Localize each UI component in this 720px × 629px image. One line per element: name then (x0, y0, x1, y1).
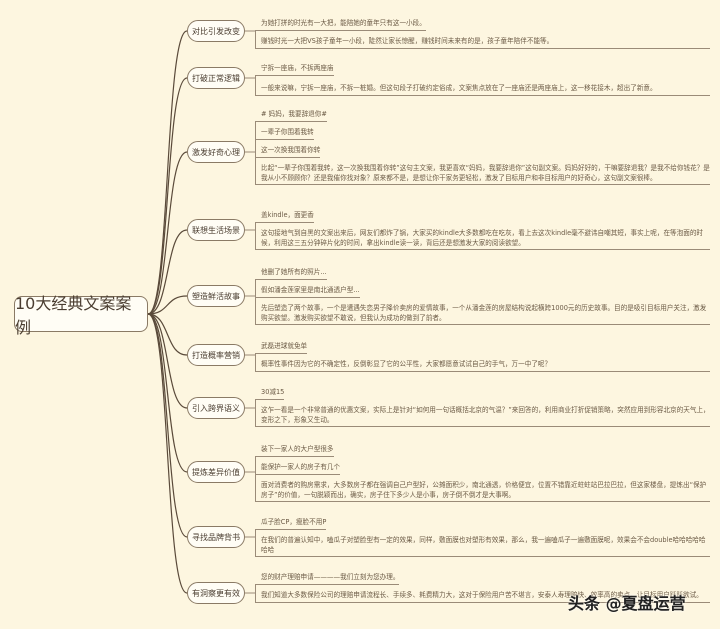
branch-connector (147, 313, 188, 356)
branch-connector (147, 313, 188, 409)
leaf-note[interactable]: 武磊进球就免单 (255, 342, 308, 354)
branch-node[interactable]: 打造概率营销 (187, 344, 245, 366)
leaf-bracket-line (255, 76, 256, 96)
leaf-note[interactable]: 这一次换我围着你转 (255, 146, 321, 158)
leaf-note[interactable]: 面对消费者的购房需求，大多数房子都在强调自己户型好，公摊面积少，南北通透，价格便… (255, 481, 710, 502)
leaf-note[interactable]: 这乍一看是一个非常普通的优惠文案，实际上是针对“如何用一句话概括北京的气温？”来… (255, 406, 710, 427)
branch-connector (147, 30, 188, 315)
leaf-note[interactable]: 假如潘金莲家里是南北通透户型... (255, 286, 360, 298)
leaf-bracket-line (255, 585, 256, 603)
branch-node[interactable]: 有洞察更有效 (187, 582, 245, 604)
leaf-note[interactable]: 盖kindle，面更香 (255, 211, 314, 223)
leaf-note[interactable]: 我们知道大多数保险公司的理赔申请流程长、手续多、耗费精力大，这对于保险用户苦不堪… (255, 591, 710, 603)
leaf-note[interactable]: 30减15 (255, 388, 285, 400)
branch-connector (147, 77, 188, 315)
branch-connector (147, 313, 188, 594)
branch-connector (147, 313, 188, 538)
leaf-note[interactable]: 您的财产理赔申请————我们立刻为您办理。 (255, 573, 400, 585)
branch-node[interactable]: 对比引发改变 (187, 20, 245, 42)
leaf-note[interactable]: 瓜子脸CP，瘦脸不用P (255, 518, 327, 530)
leaf-note[interactable]: 一般来说嘛，宁拆一座庙，不拆一桩婚。但这句段子打破约定俗成，文案焦点放在了一座庙… (255, 84, 710, 96)
leaf-bracket-line (255, 31, 256, 49)
branch-connector (147, 229, 188, 315)
leaf-note[interactable]: 为她打拼的时光有一大把，能陪她的童年只有这一小段。 (255, 19, 426, 31)
branch-node[interactable]: 激发好奇心理 (187, 141, 245, 163)
branch-connector (147, 151, 188, 315)
leaf-note[interactable]: 先后塑造了两个故事，一个是遭遇失恋男子降价卖房的爱情故事，一个从潘金莲的房屋结构… (255, 304, 710, 325)
leaf-note[interactable]: 宁拆一座庙，不拆两座庙 (255, 64, 334, 76)
leaf-note[interactable]: 能保护一家人的房子有几个 (255, 463, 341, 475)
branch-connector (147, 295, 188, 315)
watermark: 头条 @夏盘运营 (568, 594, 686, 613)
leaf-bracket-line (255, 530, 256, 557)
leaf-note[interactable]: 他删了她所有的照片... (255, 268, 327, 280)
leaf-note[interactable]: 一辈子你围着我转 (255, 128, 314, 140)
leaf-note[interactable]: 在我们的普遍认知中，嗑瓜子对塑脸型有一定的效果，同样，敷面膜也对塑形有效果，那么… (255, 536, 710, 557)
branch-node[interactable]: 联想生活场景 (187, 219, 245, 241)
root-node[interactable]: 10大经典文案案例 (14, 294, 148, 337)
leaf-note[interactable]: 赚钱时光一大把VS孩子童年一小段，陡然让家长惊醒，赚钱时间未来有的是，孩子童年陪… (255, 37, 710, 49)
leaf-bracket-line (255, 280, 256, 325)
branch-node[interactable]: 寻找品牌背书 (187, 526, 245, 548)
branch-node[interactable]: 引入跨界语义 (187, 397, 245, 419)
leaf-bracket-line (255, 354, 256, 372)
branch-node[interactable]: 塑造鲜活故事 (187, 285, 245, 307)
leaf-note[interactable]: 装下一家人的大户型很多 (255, 445, 334, 457)
branch-node[interactable]: 打破正常逻辑 (187, 67, 245, 89)
branch-connector (147, 313, 188, 473)
leaf-bracket-line (255, 457, 256, 502)
leaf-bracket-line (255, 400, 256, 427)
leaf-bracket-line (255, 122, 256, 185)
leaf-bracket-line (255, 223, 256, 250)
branch-node[interactable]: 提炼差异价值 (187, 461, 245, 483)
leaf-note[interactable]: 这句接地气到自黑的文案出来后，网友们都炸了锅，大家买的kindle大多数都吃在吃… (255, 229, 710, 250)
leaf-note[interactable]: 概率性事件因为它的不确定性，反倒彰显了它的公平性，大家都愿意试试自己的手气，万一… (255, 360, 710, 372)
leaf-note[interactable]: 比起“一辈子你围着我转，这一次换我围着你转”这句主文案，我更喜欢“妈妈，我要辞退… (255, 164, 710, 185)
leaf-note[interactable]: # 妈妈，我要辞退你# (255, 110, 327, 122)
